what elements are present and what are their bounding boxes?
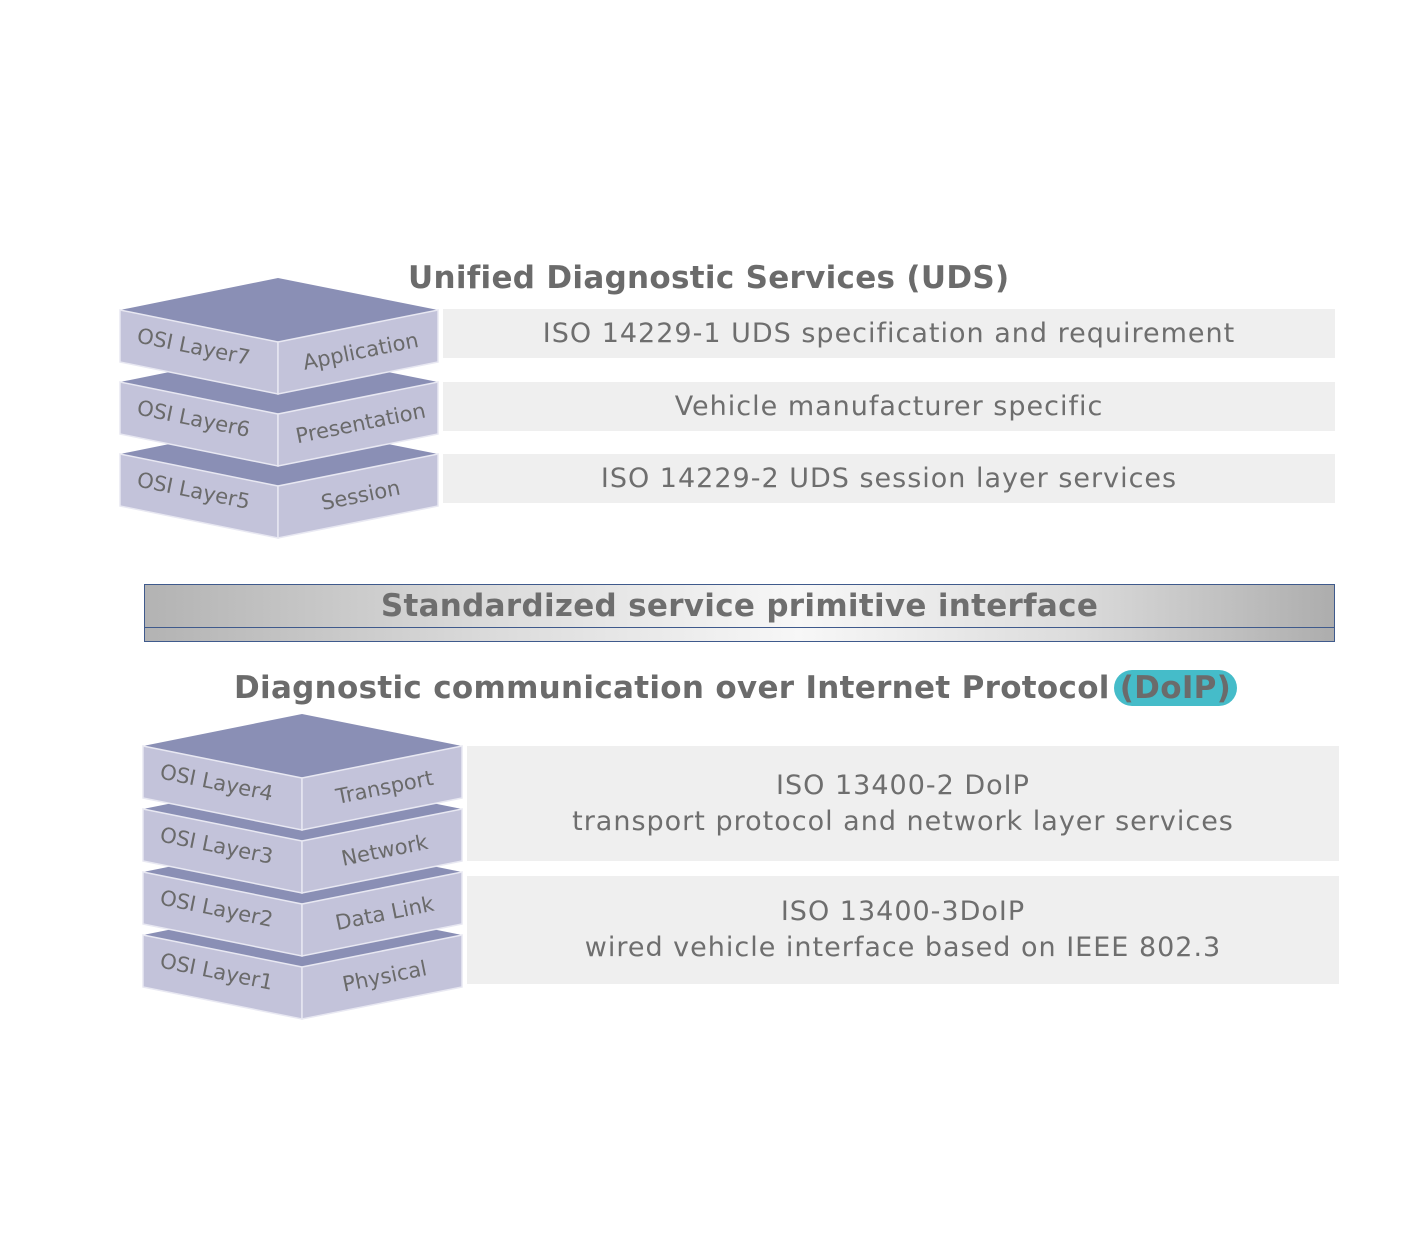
interface-divider [145,627,1334,628]
desc-line: ISO 13400-3DoIP [780,896,1026,927]
desc-line: ISO 14229-2 UDS session layer services [600,462,1178,494]
slab-right-face [277,309,439,395]
desc-line: ISO 14229-1 UDS specification and requir… [542,317,1236,349]
slab-right-face [301,745,463,831]
doip-desc-transport-network: ISO 13400-2 DoIP transport protocol and … [467,746,1339,861]
doip-highlight-badge: (DoIP) [1113,670,1238,706]
slab-right-face [277,453,439,539]
doip-desc-datalink-physical: ISO 13400-3DoIP wired vehicle interface … [467,876,1339,984]
slab-right-face [301,934,463,1020]
doip-title: Diagnostic communication over Internet P… [234,670,1238,706]
uds-title: Unified Diagnostic Services (UDS) [408,260,1010,296]
doip-title-main: Diagnostic communication over Internet P… [234,670,1110,706]
uds-desc-session: ISO 14229-2 UDS session layer services [443,454,1335,503]
desc-line: wired vehicle interface based on IEEE 80… [584,932,1222,963]
uds-desc-application: ISO 14229-1 UDS specification and requir… [443,309,1335,358]
slab-right-face [277,381,439,467]
interface-label: Standardized service primitive interface [380,588,1099,624]
desc-line: ISO 13400-2 DoIP [776,769,1030,801]
desc-line: transport protocol and network layer ser… [572,805,1234,837]
desc-line: Vehicle manufacturer specific [674,390,1104,422]
slab-right-face [301,808,463,894]
service-primitive-interface-bar: Standardized service primitive interface [144,584,1335,642]
slab-right-face [301,871,463,957]
uds-desc-presentation: Vehicle manufacturer specific [443,382,1335,431]
